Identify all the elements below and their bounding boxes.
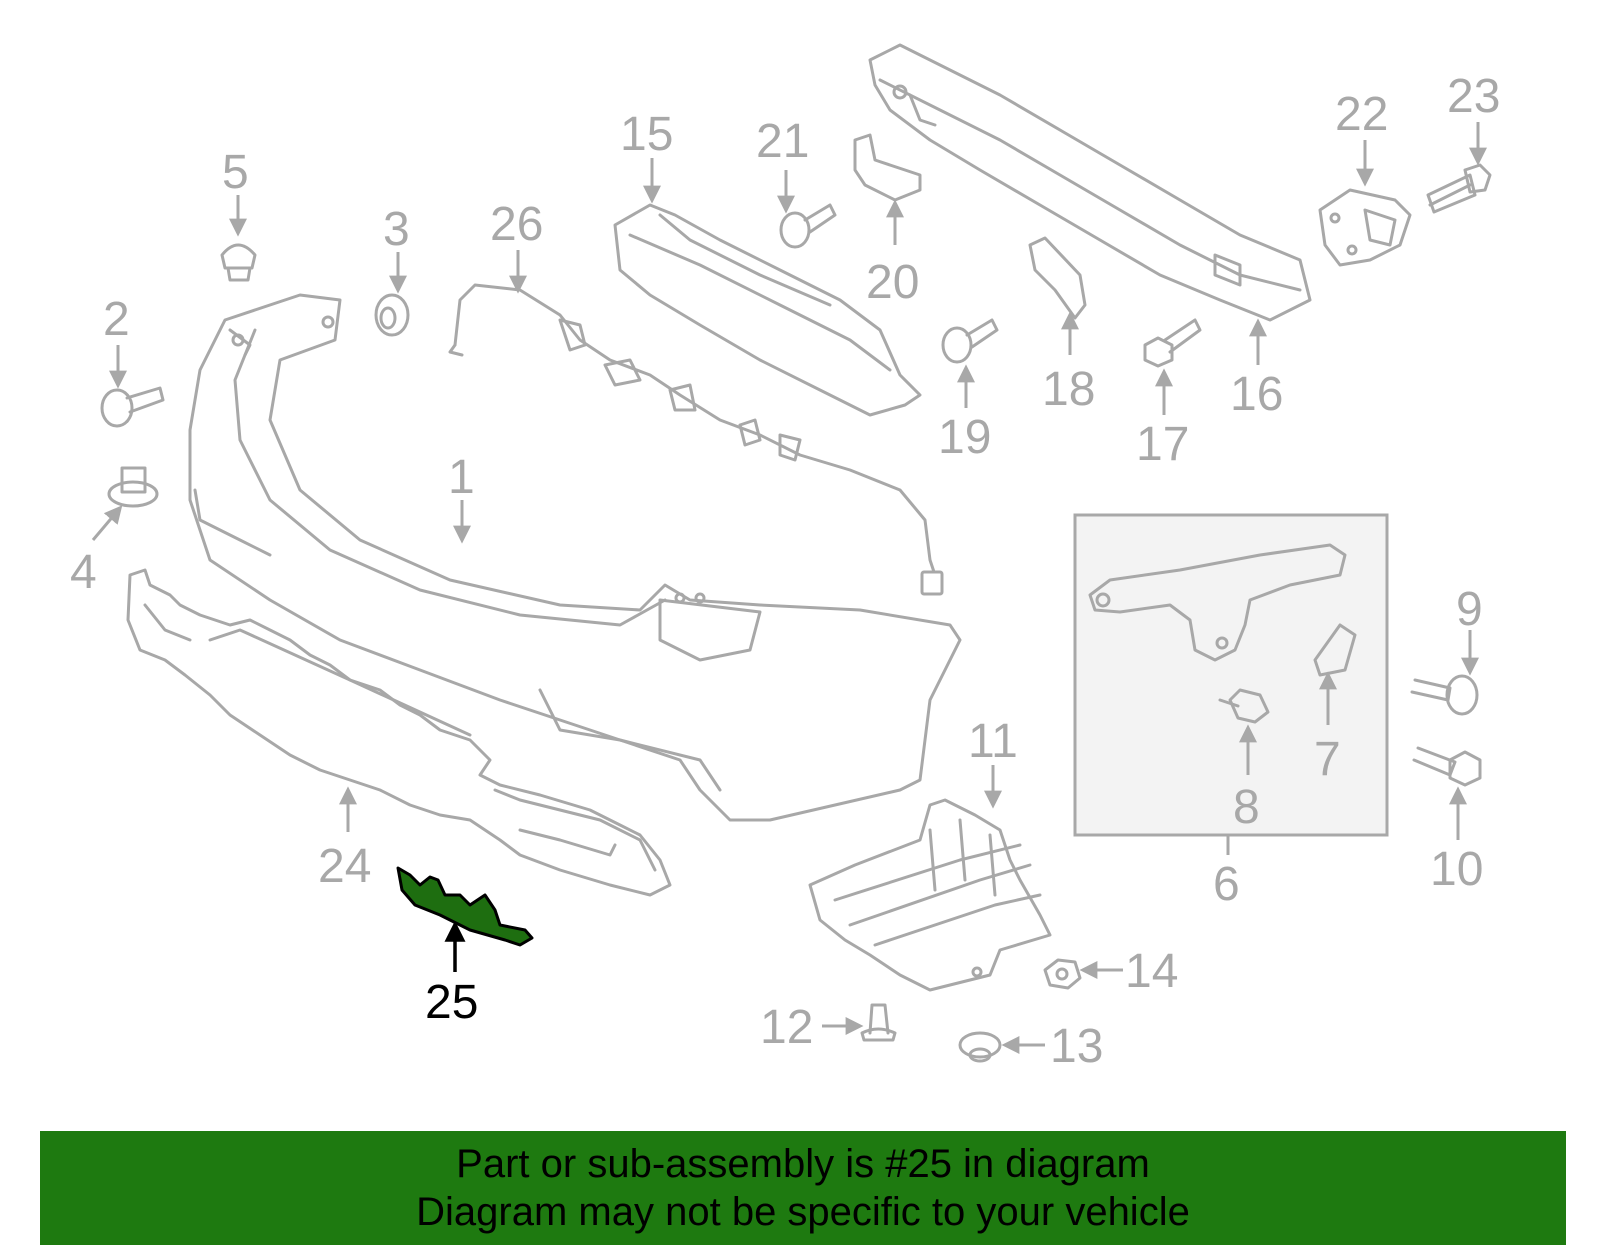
callout-7: 7 bbox=[1314, 733, 1341, 786]
reinforcement-bar-part bbox=[868, 43, 1312, 322]
bumper-cover-part bbox=[188, 293, 962, 822]
screw-part-2 bbox=[100, 386, 165, 428]
callout-20: 20 bbox=[866, 256, 919, 309]
grommet-part-3 bbox=[374, 293, 410, 337]
callout-6: 6 bbox=[1213, 858, 1240, 911]
highlighted-bracket-part-25 bbox=[396, 866, 534, 947]
nut-part-14 bbox=[1043, 958, 1082, 990]
callout-16: 16 bbox=[1230, 368, 1283, 421]
grommet-part-13 bbox=[958, 1031, 1002, 1063]
callout-12: 12 bbox=[760, 1001, 813, 1054]
screw-part-21 bbox=[779, 203, 837, 249]
callout-25-highlighted: 25 bbox=[425, 976, 478, 1029]
callout-26: 26 bbox=[490, 198, 543, 251]
energy-absorber-part bbox=[613, 203, 922, 417]
callout-11: 11 bbox=[968, 715, 1018, 768]
callout-15: 15 bbox=[620, 108, 673, 161]
push-clip-part-4 bbox=[107, 466, 159, 508]
leader-arrows bbox=[91, 122, 1487, 1054]
callout-3: 3 bbox=[383, 203, 410, 256]
callout-21: 21 bbox=[756, 115, 809, 168]
bolt-part-17 bbox=[1143, 318, 1202, 368]
callout-1: 1 bbox=[448, 451, 475, 504]
splash-shield-part bbox=[808, 798, 1052, 992]
callout-13: 13 bbox=[1050, 1020, 1103, 1073]
bracket-part-20 bbox=[853, 133, 922, 202]
callout-24: 24 bbox=[318, 840, 371, 893]
callout-19: 19 bbox=[938, 411, 991, 464]
callout-5: 5 bbox=[222, 146, 249, 199]
bolt-part-23 bbox=[1426, 163, 1492, 214]
bracket-part-22 bbox=[1318, 188, 1412, 267]
banner-line-1: Part or sub-assembly is #25 in diagram bbox=[456, 1142, 1150, 1186]
wiring-harness-part bbox=[448, 283, 944, 596]
part-6-group-box bbox=[1073, 513, 1389, 837]
callout-labels: 1 2 3 4 5 6 7 8 9 10 11 12 13 14 15 16 1… bbox=[70, 70, 1500, 1073]
screw-part-9 bbox=[1410, 674, 1479, 716]
push-pin-part-12 bbox=[860, 1003, 897, 1042]
banner-line-2: Diagram may not be specific to your vehi… bbox=[416, 1190, 1190, 1234]
label-part-18 bbox=[1028, 236, 1087, 320]
callout-14: 14 bbox=[1125, 945, 1178, 998]
bolt-part-10 bbox=[1412, 746, 1482, 787]
info-banner: Part or sub-assembly is #25 in diagram D… bbox=[40, 1131, 1566, 1245]
callout-2: 2 bbox=[103, 293, 130, 346]
callout-4: 4 bbox=[70, 546, 97, 599]
callout-10: 10 bbox=[1430, 843, 1483, 896]
callout-22: 22 bbox=[1335, 88, 1388, 141]
lower-valance-part bbox=[126, 568, 672, 897]
callout-9: 9 bbox=[1456, 583, 1483, 636]
plug-part-5 bbox=[220, 243, 257, 282]
callout-23: 23 bbox=[1447, 70, 1500, 123]
screw-part-19 bbox=[941, 318, 999, 364]
callout-18: 18 bbox=[1042, 363, 1095, 416]
callout-17: 17 bbox=[1136, 418, 1189, 471]
callout-8: 8 bbox=[1233, 781, 1260, 834]
